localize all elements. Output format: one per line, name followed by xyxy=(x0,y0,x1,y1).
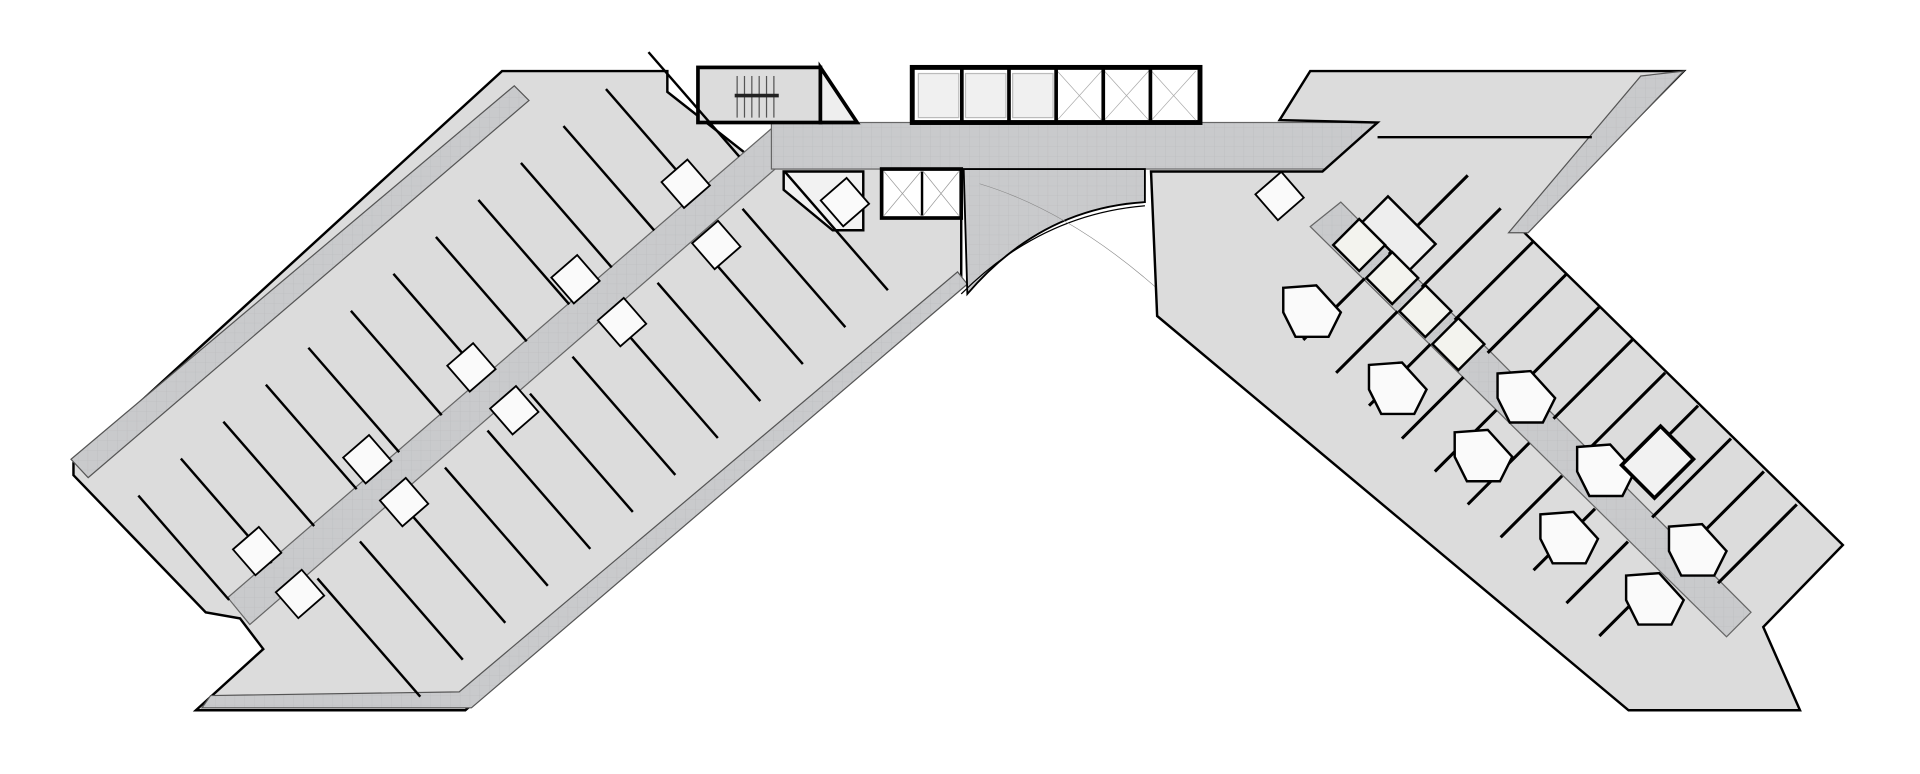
unit-partition xyxy=(137,494,231,601)
bathroom-icon xyxy=(1254,170,1306,222)
bathroom-pod-icon xyxy=(1496,369,1557,424)
unit-partition xyxy=(349,309,443,417)
bathroom-icon xyxy=(819,176,871,228)
stair-icon xyxy=(1618,423,1697,501)
elevator-car-icon xyxy=(917,72,960,119)
elevator-shaft-icon xyxy=(883,171,960,216)
unit-partition xyxy=(1651,437,1733,519)
unit-partition xyxy=(1400,376,1465,440)
bathroom-pod-icon xyxy=(1282,284,1343,339)
unit-partition xyxy=(1453,240,1535,322)
left-wing-balcony-inner xyxy=(200,271,969,709)
elevator-car-icon xyxy=(1331,217,1387,273)
unit-partition xyxy=(562,125,656,232)
unit-partition xyxy=(1585,371,1667,453)
bathroom-icon xyxy=(690,219,742,271)
unit-partition xyxy=(401,503,507,624)
unit-partition xyxy=(264,383,358,490)
unit-partition xyxy=(571,355,677,476)
left-wing-balcony-outer xyxy=(70,84,530,479)
elevator-car-icon xyxy=(1012,72,1054,119)
unit-partition xyxy=(222,420,316,527)
unit-partition xyxy=(307,346,401,453)
elevator-core xyxy=(909,64,1203,125)
unit-partition xyxy=(1420,207,1502,289)
stair-icon xyxy=(1360,194,1438,272)
unit-partition xyxy=(1565,540,1630,605)
bathroom-icon xyxy=(274,568,326,620)
bathroom-icon xyxy=(660,158,712,210)
atrium-lobby xyxy=(962,168,1146,297)
bathroom-icon xyxy=(231,525,283,577)
elevator-car-icon xyxy=(964,72,1007,119)
bathroom-icon xyxy=(488,384,540,436)
unit-partition xyxy=(529,392,634,513)
unit-partition xyxy=(1552,338,1634,420)
unit-partition xyxy=(1499,474,1564,539)
bathroom-pod-icon xyxy=(1453,428,1514,483)
bathroom-pod-icon xyxy=(1624,571,1686,626)
unit-partition xyxy=(1716,503,1798,585)
unit-partition xyxy=(741,208,847,328)
unit-partition xyxy=(520,162,613,269)
bathroom-icon xyxy=(550,253,601,305)
bathroom-icon xyxy=(378,476,430,528)
atrium-curve xyxy=(960,205,1145,295)
elevator-car-icon xyxy=(1397,283,1454,339)
right-wing-balcony xyxy=(1507,70,1686,234)
bathroom-pod-icon xyxy=(1539,510,1600,565)
elevator-shaft-icon xyxy=(1057,70,1102,121)
elevator-shaft-icon xyxy=(1104,70,1149,121)
unit-partition xyxy=(477,199,571,306)
unit-partition xyxy=(1486,273,1568,354)
unit-partition xyxy=(614,318,719,439)
unit-partition xyxy=(359,540,464,661)
unit-bathrooms xyxy=(231,158,1729,626)
unit-partition xyxy=(486,429,592,550)
bathroom-icon xyxy=(445,341,497,393)
bathroom-pod-icon xyxy=(1367,361,1429,416)
unit-partition xyxy=(1519,305,1601,387)
unit-partition xyxy=(444,466,549,587)
bathroom-pod-icon xyxy=(1575,443,1637,498)
unit-partition xyxy=(316,577,422,698)
bathroom-icon xyxy=(341,433,393,485)
elevator-car-icon xyxy=(1364,250,1420,306)
unit-partition xyxy=(647,51,741,158)
bathroom-pod-icon xyxy=(1667,522,1729,577)
unit-partition xyxy=(1335,310,1399,374)
unit-partition xyxy=(784,171,889,291)
bathroom-icon xyxy=(596,296,648,348)
unit-partition xyxy=(435,236,528,343)
main-corridor xyxy=(770,121,1379,170)
elevator-shaft-icon xyxy=(1151,70,1196,121)
elevator-car-icon xyxy=(1430,316,1487,372)
unit-partition xyxy=(656,281,762,402)
shaft xyxy=(818,61,861,125)
stair-icon xyxy=(734,75,779,118)
